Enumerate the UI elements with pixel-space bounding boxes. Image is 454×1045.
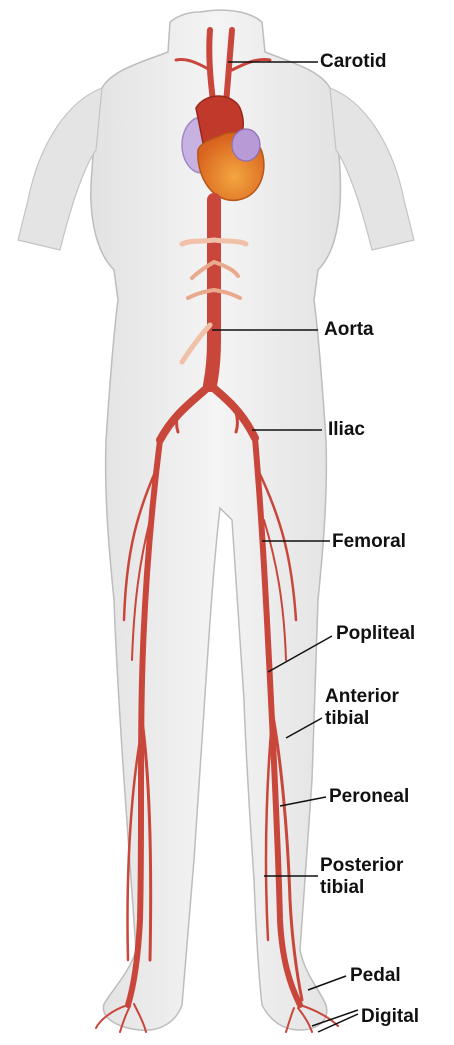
label-carotid: Carotid bbox=[320, 51, 387, 72]
label-aorta: Aorta bbox=[324, 319, 374, 340]
label-digital: Digital bbox=[361, 1006, 419, 1027]
label-anterior-tibial-line1: Anterior bbox=[325, 686, 399, 707]
label-anterior-tibial-line2: tibial bbox=[325, 708, 369, 729]
label-iliac: Iliac bbox=[328, 419, 365, 440]
label-posterior-tibial-line1: Posterior bbox=[320, 855, 403, 876]
label-popliteal: Popliteal bbox=[336, 623, 415, 644]
left-arm bbox=[18, 88, 102, 250]
label-femoral: Femoral bbox=[332, 531, 406, 552]
label-pedal: Pedal bbox=[350, 965, 401, 986]
label-posterior-tibial-line2: tibial bbox=[320, 877, 364, 898]
right-arm bbox=[330, 88, 414, 250]
label-peroneal: Peroneal bbox=[329, 786, 409, 807]
